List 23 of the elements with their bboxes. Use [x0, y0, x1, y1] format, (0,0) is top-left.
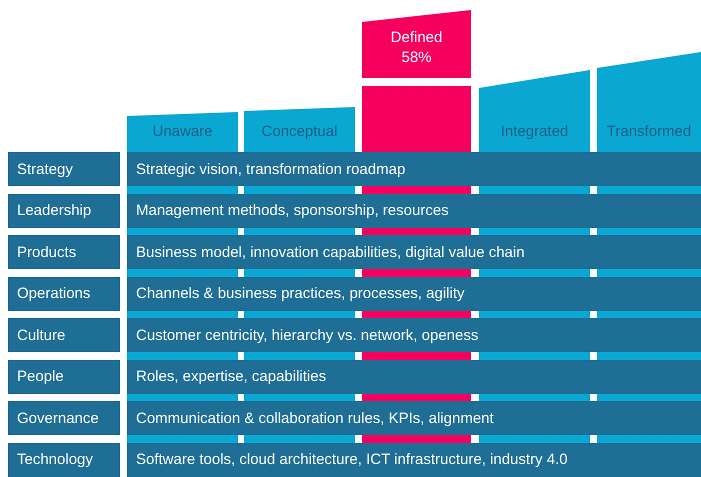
level-label: Conceptual: [260, 123, 338, 140]
dimension-label: Culture: [8, 318, 120, 352]
description-band: Software tools, cloud architecture, ICT infrastructure, industry 4.0: [127, 442, 701, 476]
level-label: Transformed: [606, 123, 692, 140]
description-band: Customer centricity, hierarchy vs. network, openess: [127, 318, 701, 352]
dimension-label: Strategy: [8, 152, 120, 186]
level-label: 58%: [400, 48, 433, 68]
dimension-label: Operations: [8, 276, 120, 310]
description-band: Roles, expertise, capabilities: [127, 360, 701, 394]
dimension-label: Technology: [8, 442, 120, 476]
description-band: Management methods, sponsorship, resources: [127, 194, 701, 228]
dimension-label: Products: [8, 235, 120, 269]
description-band: Communication & collaboration rules, KPIs, alignment: [127, 401, 701, 435]
description-band: Channels & business practices, processes, agility: [127, 276, 701, 310]
level-label: Unaware: [151, 123, 214, 140]
dimension-label: Governance: [8, 401, 120, 435]
dimension-label: People: [8, 360, 120, 394]
description-band: Business model, innovation capabilities, digital value chain: [127, 235, 701, 269]
level-label: Integrated: [500, 123, 570, 140]
dimension-label: Leadership: [8, 194, 120, 228]
level-label: Defined: [390, 28, 444, 48]
description-band: Strategic vision, transformation roadmap: [127, 152, 701, 186]
highlight-column: [362, 86, 471, 147]
